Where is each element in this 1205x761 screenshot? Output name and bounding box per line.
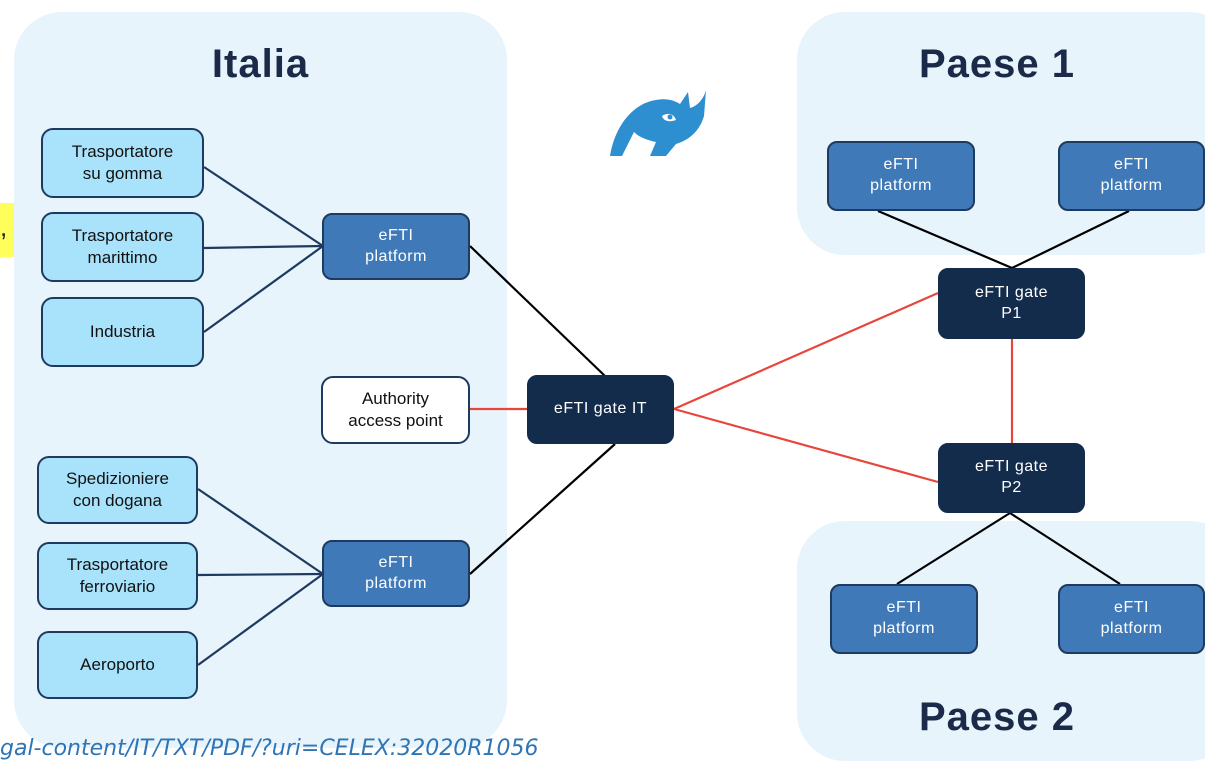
highlight-marker (0, 203, 14, 257)
node-trasportatore-gomma: Trasportatore su gomma (41, 128, 204, 198)
node-trasportatore-marittimo: Trasportatore marittimo (41, 212, 204, 282)
link-industria-platform (203, 245, 324, 333)
node-gate-it: eFTI gate IT (527, 375, 674, 444)
link-p1left-gate-p1 (877, 209, 1013, 270)
link-platform2-gate-it (469, 443, 616, 575)
region-paese1 (797, 12, 1205, 255)
source-url-link[interactable]: gal-content/IT/TXT/PDF/?uri=CELEX:32020R… (0, 736, 539, 761)
link-gate-it-gate-p2 (673, 407, 939, 484)
link-platform1-gate-it (469, 245, 606, 377)
node-platform-p1-right: eFTI platform (1058, 141, 1205, 211)
node-platform-it-1: eFTI platform (322, 213, 470, 280)
region-title-paese1: Paese 1 (918, 42, 1076, 86)
link-gate-p2-p2right (1009, 512, 1121, 585)
node-spedizioniere: Spedizioniere con dogana (37, 456, 198, 524)
node-platform-it-2: eFTI platform (322, 540, 470, 607)
link-ferroviario-platform (197, 572, 324, 577)
rhino-logo-icon (610, 90, 706, 156)
node-platform-p2-right: eFTI platform (1058, 584, 1205, 654)
region-title-italia: Italia (211, 42, 310, 86)
highlight-text: , (0, 212, 8, 242)
link-gate-p2-p2left (896, 512, 1011, 585)
link-spedizioniere-platform (197, 488, 324, 575)
link-p1right-gate-p1 (1011, 210, 1130, 269)
node-authority-access-point: Authority access point (321, 376, 470, 444)
node-aeroporto: Aeroporto (37, 631, 198, 699)
node-gate-p2: eFTI gate P2 (938, 443, 1085, 513)
node-industria: Industria (41, 297, 204, 367)
region-title-paese2: Paese 2 (918, 695, 1076, 739)
node-gate-p1: eFTI gate P1 (938, 268, 1085, 339)
link-gate-it-gate-p1 (673, 291, 939, 411)
link-marittimo-platform (203, 244, 324, 250)
node-platform-p1-left: eFTI platform (827, 141, 975, 211)
link-gomma-platform (203, 166, 324, 247)
node-trasportatore-ferroviario: Trasportatore ferroviario (37, 542, 198, 610)
link-aeroporto-platform (197, 573, 324, 666)
node-platform-p2-left: eFTI platform (830, 584, 978, 654)
